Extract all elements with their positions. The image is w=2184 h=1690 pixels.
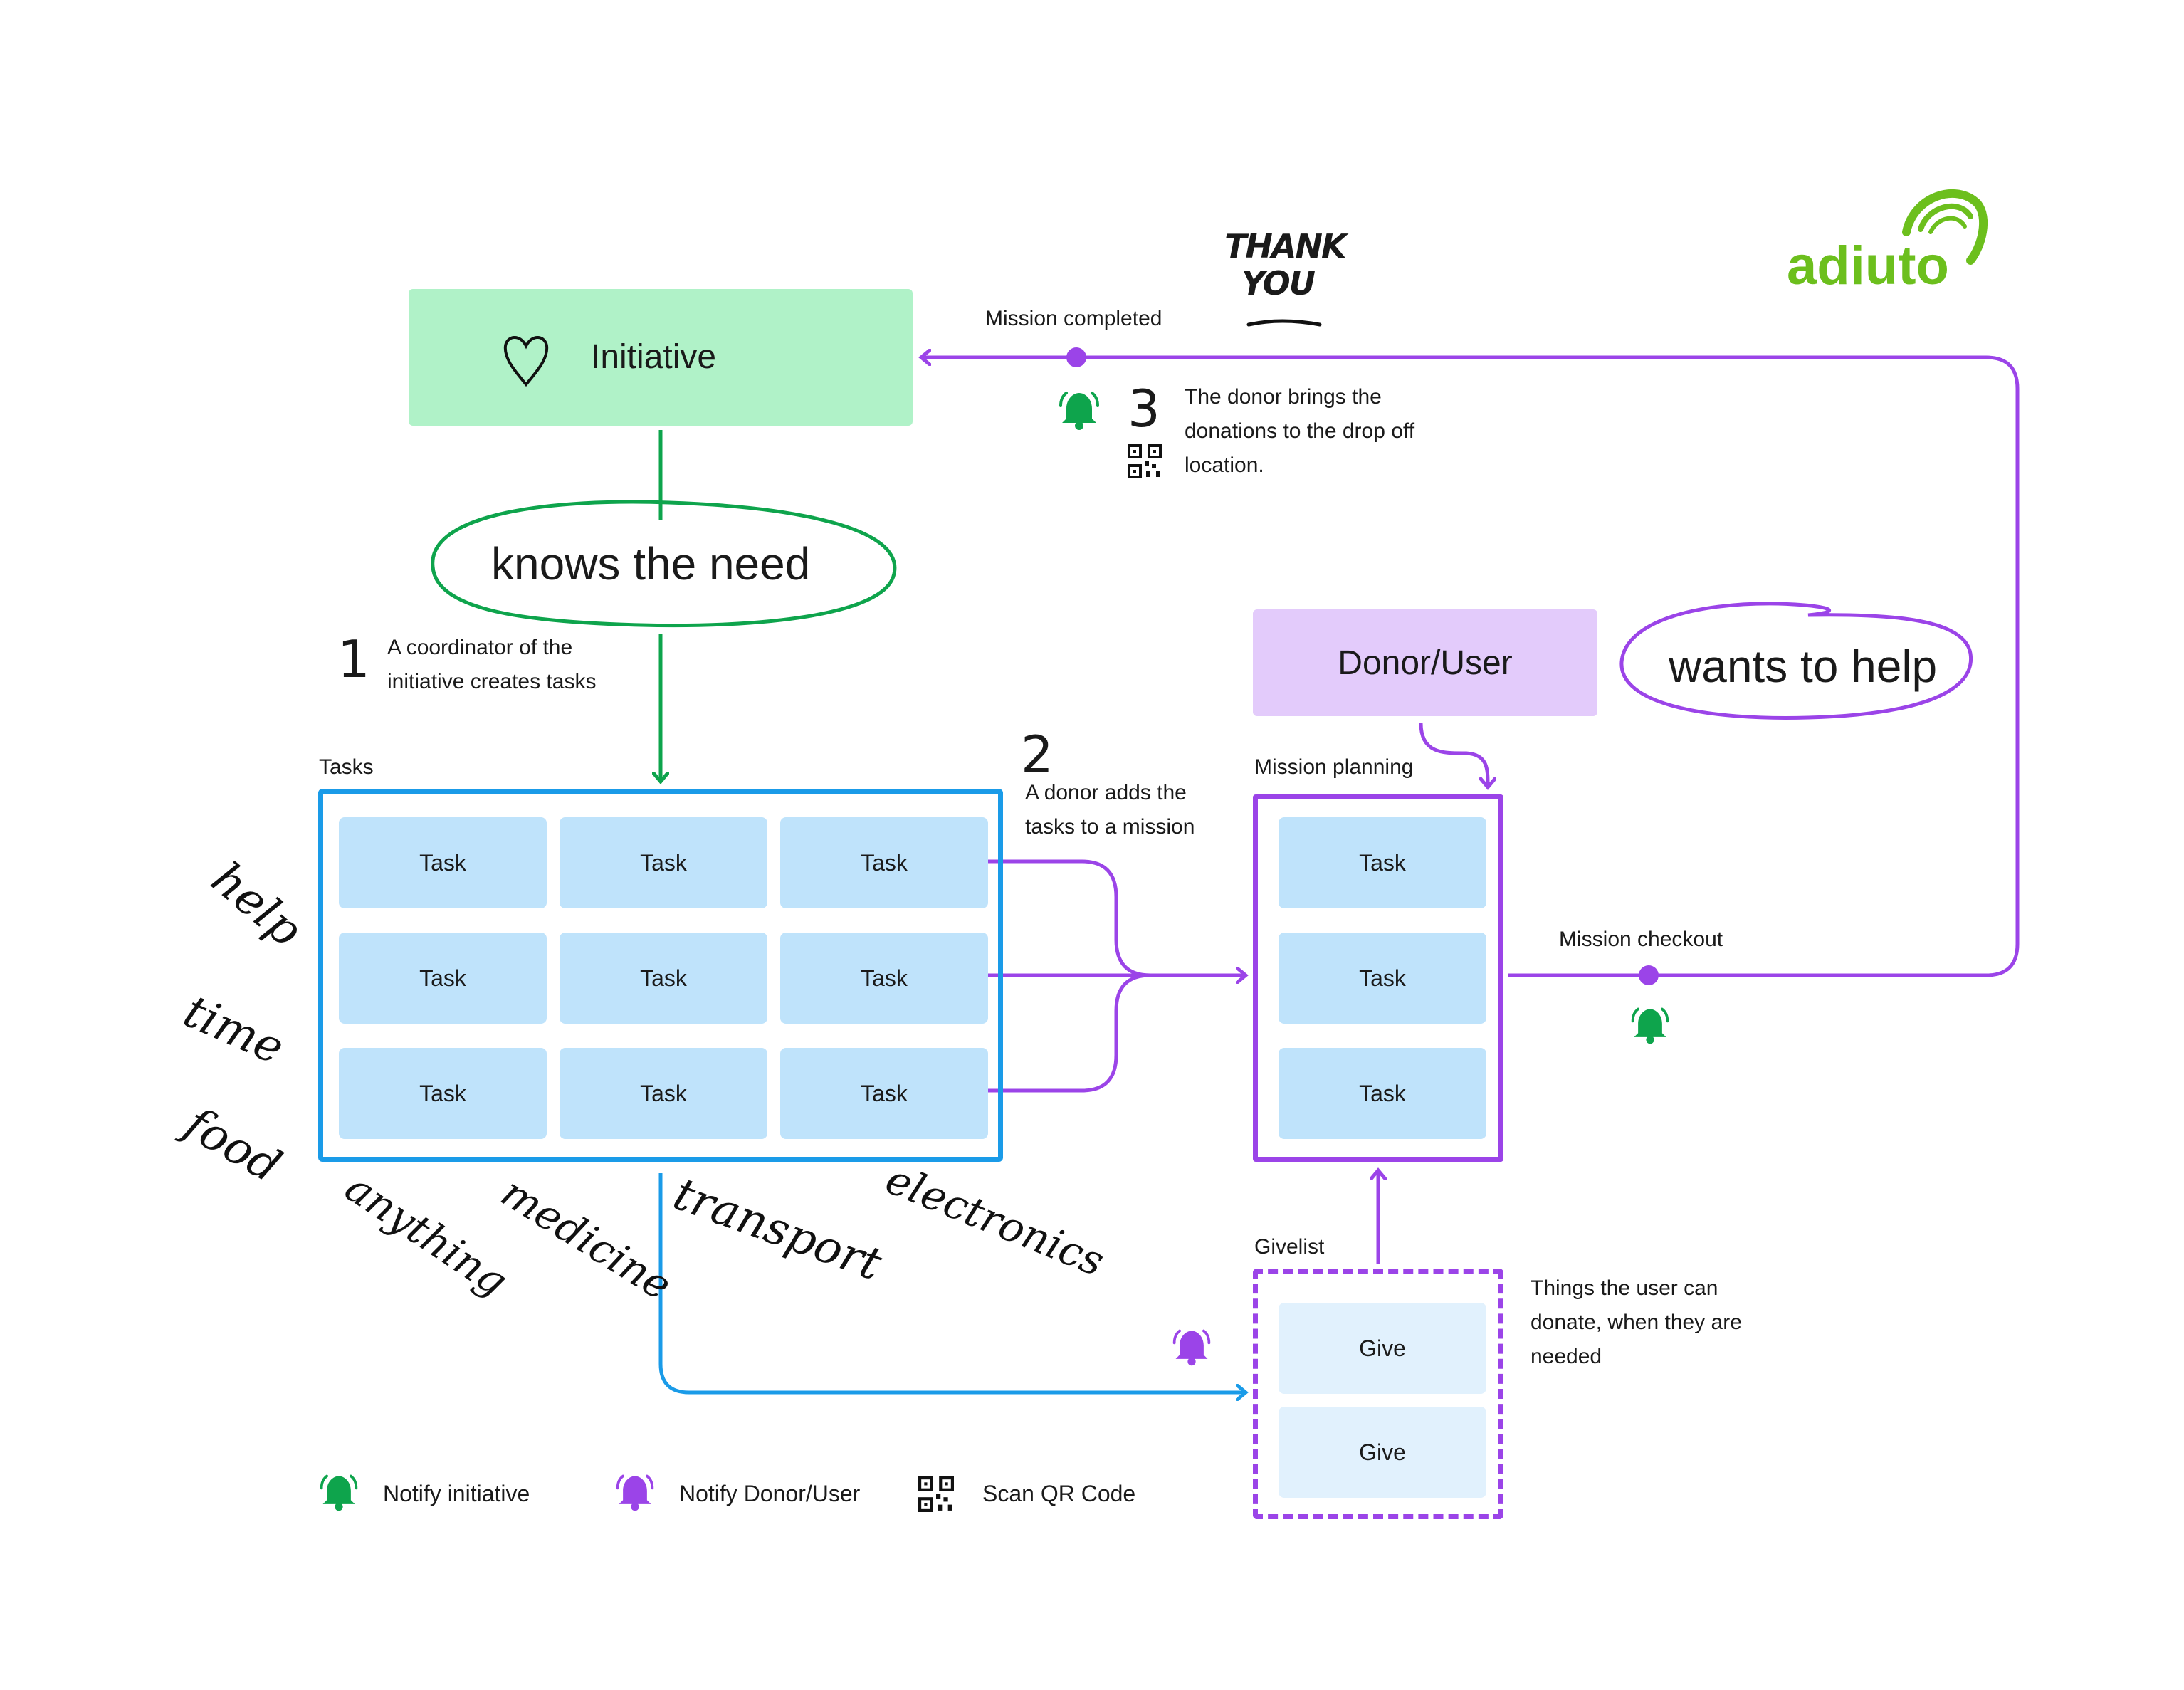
legend-notify-initiative: Notify initiative: [383, 1481, 530, 1506]
givelist-frame: [1253, 1269, 1503, 1519]
task-card[interactable]: Task: [339, 1048, 547, 1139]
step1-line2: initiative creates tasks: [387, 670, 597, 693]
initiative-box[interactable]: [409, 289, 913, 426]
mission-task-card[interactable]: Task: [1279, 817, 1486, 908]
legend-notify-donor: Notify Donor/User: [679, 1481, 861, 1506]
heart-icon: [503, 336, 549, 387]
legend-scan-qr: Scan QR Code: [982, 1481, 1136, 1506]
step2-number: 2: [1021, 725, 1054, 784]
thank-you-sticker: THANK YOU: [1224, 227, 1347, 335]
leaf-icon: [1902, 189, 1988, 265]
mission-task-card[interactable]: Task: [1279, 1048, 1486, 1139]
task-card[interactable]: Task: [560, 817, 767, 908]
brand-name: adiuto: [1787, 236, 1949, 296]
task-card[interactable]: Task: [780, 817, 988, 908]
row1-connector: [988, 859, 1151, 977]
donor-to-mission-arrow: [1419, 723, 1488, 786]
mission-planning-title: Mission planning: [1254, 755, 1414, 779]
mission-task-card[interactable]: Task: [1279, 933, 1486, 1024]
bell-green-icon: [1631, 1007, 1669, 1044]
mission-checkout-dot: [1639, 965, 1659, 985]
task-card[interactable]: Task: [780, 1048, 988, 1139]
givelist-title: Givelist: [1254, 1235, 1325, 1259]
qr-code-icon: [1128, 444, 1162, 478]
givelist-note-line2: donate, when they are: [1531, 1311, 1742, 1334]
step3-line2: donations to the drop off: [1185, 419, 1415, 443]
knows-need-label: knows the need: [491, 538, 811, 589]
donor-user-label: Donor/User: [1338, 644, 1513, 682]
legend-bell-purple-icon: [616, 1474, 654, 1511]
task-card[interactable]: Task: [339, 933, 547, 1024]
step3-line3: location.: [1185, 453, 1264, 477]
mission-checkout-label: Mission checkout: [1559, 928, 1723, 951]
thank-you-underline: [1246, 319, 1322, 327]
givelist-note-line1: Things the user can: [1531, 1276, 1718, 1300]
bell-green-icon: [1059, 392, 1099, 430]
knows-need-ellipse: [431, 500, 897, 628]
adiuto-logo: adiuto: [1780, 178, 2007, 299]
givelist-note-line3: needed: [1531, 1345, 1602, 1368]
donor-user-box[interactable]: [1253, 609, 1597, 716]
mission-completed-dot: [1066, 347, 1086, 367]
task-card[interactable]: Task: [560, 1048, 767, 1139]
wants-help-ellipse: [1619, 602, 1973, 720]
tasks-title: Tasks: [319, 755, 374, 779]
thank-you-text: THANK YOU: [1224, 227, 1347, 303]
mission-planning-frame: [1253, 794, 1503, 1162]
checkout-loop-line: [923, 357, 2020, 977]
task-card[interactable]: Task: [780, 933, 988, 1024]
legend-qr-code-icon: [918, 1476, 954, 1512]
bell-purple-icon: [1172, 1329, 1211, 1366]
mission-completed-label: Mission completed: [985, 307, 1162, 330]
legend-bell-green-icon: [320, 1474, 358, 1511]
give-card[interactable]: Give: [1279, 1303, 1486, 1394]
give-card[interactable]: Give: [1279, 1407, 1486, 1498]
task-card[interactable]: Task: [339, 817, 547, 908]
row3-connector: [988, 973, 1151, 1093]
step3-line1: The donor brings the: [1185, 385, 1382, 409]
step1-number: 1: [337, 629, 370, 689]
step2-line2: tasks to a mission: [1025, 815, 1195, 839]
step1-line1: A coordinator of the: [387, 636, 573, 659]
step2-line1: A donor adds the: [1025, 781, 1187, 804]
initiative-label: Initiative: [591, 338, 717, 376]
step3-number: 3: [1128, 379, 1160, 439]
tasks-frame: [318, 789, 1003, 1162]
task-card[interactable]: Task: [560, 933, 767, 1024]
wants-help-label: wants to help: [1669, 641, 1938, 692]
tasks-to-givelist-arrow: [658, 1173, 1244, 1392]
